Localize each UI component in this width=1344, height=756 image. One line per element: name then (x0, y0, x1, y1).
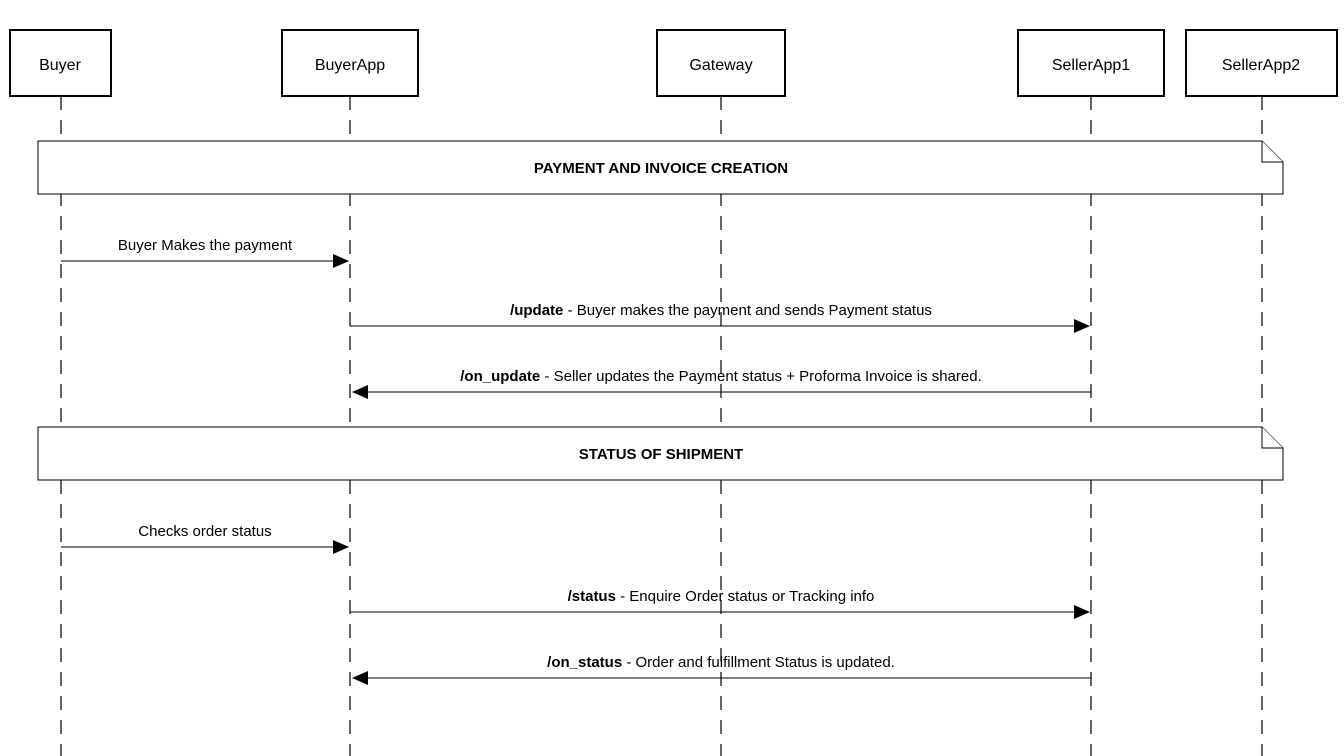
message-label: /update - Buyer makes the payment and se… (510, 302, 932, 319)
note-fold-corner (1261, 427, 1283, 449)
actor-label-buyerapp: BuyerApp (315, 57, 385, 74)
actor-buyerapp: BuyerApp (281, 29, 419, 97)
arrowhead-right-icon (1074, 605, 1090, 619)
message-label: Checks order status (138, 523, 271, 540)
message-label: /status - Enquire Order status or Tracki… (568, 588, 875, 605)
section-note-shipment: STATUS OF SHIPMENT (37, 426, 1284, 481)
actor-box-buyerapp (281, 29, 419, 97)
actor-gateway: Gateway (656, 29, 786, 97)
actor-label-buyer: Buyer (39, 57, 81, 74)
message-label: /on_update - Seller updates the Payment … (460, 368, 981, 385)
lifelines (60, 96, 1263, 756)
actor-label-sellerapp1: SellerApp1 (1052, 57, 1130, 74)
actor-label-sellerapp2: SellerApp2 (1222, 57, 1300, 74)
arrowhead-left-icon (352, 671, 368, 685)
arrowhead-right-icon (333, 540, 349, 554)
actor-box-gateway (656, 29, 786, 97)
message-on-status: /on_status - Order and fulfillment Statu… (352, 654, 1091, 685)
section-note-box (37, 426, 1284, 481)
arrowhead-left-icon (352, 385, 368, 399)
message-update: /update - Buyer makes the payment and se… (350, 302, 1090, 333)
actor-sellerapp1: SellerApp1 (1017, 29, 1165, 97)
message-on-update: /on_update - Seller updates the Payment … (352, 368, 1091, 399)
message-label: Buyer Makes the payment (118, 237, 293, 254)
section-title: PAYMENT AND INVOICE CREATION (534, 160, 788, 177)
message-status: /status - Enquire Order status or Tracki… (350, 588, 1090, 619)
messages: Buyer Makes the payment /update - Buyer … (61, 237, 1091, 685)
actor-box-sellerapp1 (1017, 29, 1165, 97)
arrowhead-right-icon (1074, 319, 1090, 333)
actor-box-sellerapp2 (1185, 29, 1338, 97)
actors: Buyer BuyerApp Gateway SellerApp1 Seller… (9, 29, 1338, 97)
message-buyer-makes-payment: Buyer Makes the payment (61, 237, 349, 268)
section-notes: PAYMENT AND INVOICE CREATION STATUS OF S… (37, 140, 1284, 481)
message-label: /on_status - Order and fulfillment Statu… (547, 654, 895, 671)
note-fold-corner (1261, 141, 1283, 163)
message-checks-order-status: Checks order status (61, 523, 349, 554)
section-note-payment: PAYMENT AND INVOICE CREATION (37, 140, 1284, 195)
actor-box-buyer (9, 29, 112, 97)
section-note-box (37, 140, 1284, 195)
section-title: STATUS OF SHIPMENT (579, 446, 743, 463)
arrowhead-right-icon (333, 254, 349, 268)
actor-sellerapp2: SellerApp2 (1185, 29, 1338, 97)
actor-label-gateway: Gateway (689, 57, 752, 74)
actor-buyer: Buyer (9, 29, 112, 97)
